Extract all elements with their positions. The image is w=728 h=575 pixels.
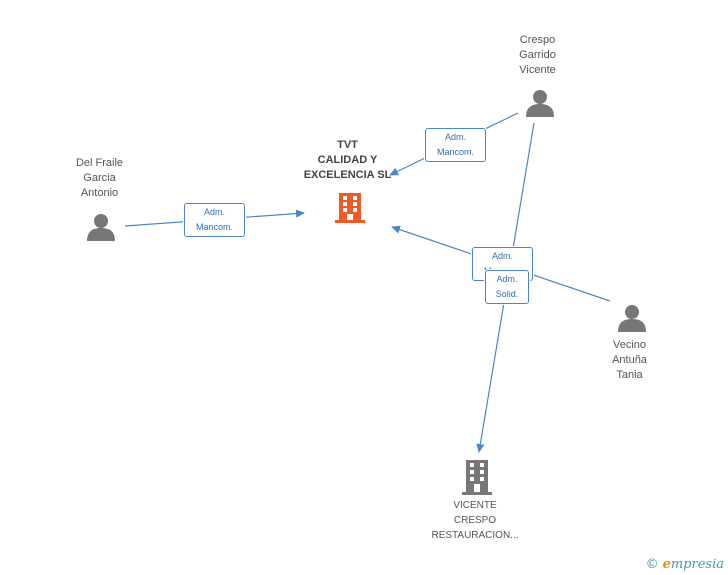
label-line: Crespo [519, 34, 556, 46]
label-line: Antonio [80, 187, 119, 199]
label-line: RESTAURACION... [431, 530, 519, 541]
label-line: TVT [337, 139, 358, 151]
building-icon[interactable] [335, 193, 365, 223]
label-line: Antuña [612, 354, 647, 366]
label-line: Vicente [519, 64, 556, 76]
person-icon[interactable] [526, 90, 554, 117]
building-icon[interactable] [462, 460, 492, 495]
edge-label-line: Mancom. [436, 147, 474, 157]
label-line: CRESPO [453, 515, 497, 526]
brand-logo-text: mpresia [670, 557, 724, 572]
person-label-crespo[interactable]: Crespo Garrido Vicente [490, 33, 585, 78]
edge-label-line: Solid. [495, 289, 519, 299]
brand-logo-e: e [662, 557, 671, 572]
label-line: Del Fraile [75, 157, 124, 169]
company-label-restauracion[interactable]: VICENTE CRESPO RESTAURACION... [415, 498, 535, 543]
person-icon[interactable] [87, 214, 115, 241]
label-line: CALIDAD Y [317, 154, 378, 166]
label-line: Garcia [83, 172, 116, 184]
footer-brand[interactable]: ©empresia [646, 557, 724, 572]
label-line: Vecino [612, 339, 647, 351]
edge-label-crespo-to-restauracion[interactable]: Adm. Solid. [485, 270, 529, 304]
edge-label-line: Adm. [496, 274, 518, 284]
person-label-vecino[interactable]: Vecino Antuña Tania [582, 338, 677, 383]
main-company-label[interactable]: TVT CALIDAD Y EXCELENCIA SL [280, 138, 415, 183]
copyright-icon: © [645, 557, 659, 572]
label-line: Garrido [519, 49, 556, 61]
person-label-del-fraile[interactable]: Del Fraile Garcia Antonio [52, 156, 147, 201]
label-line: Tania [616, 369, 643, 381]
edge-label-line: Mancom. [195, 222, 233, 232]
edge-label-line: Adm. [203, 207, 225, 217]
label-line: EXCELENCIA SL [303, 169, 392, 181]
edge-label-line: Adm. [444, 132, 466, 142]
edge-label-line: Adm. [491, 251, 513, 261]
person-icon[interactable] [618, 305, 646, 332]
label-line: VICENTE [453, 500, 497, 511]
edge-label-fraile-to-tvt[interactable]: Adm. Mancom. [184, 203, 245, 237]
edge-label-crespo-to-tvt[interactable]: Adm. Mancom. [425, 128, 486, 162]
